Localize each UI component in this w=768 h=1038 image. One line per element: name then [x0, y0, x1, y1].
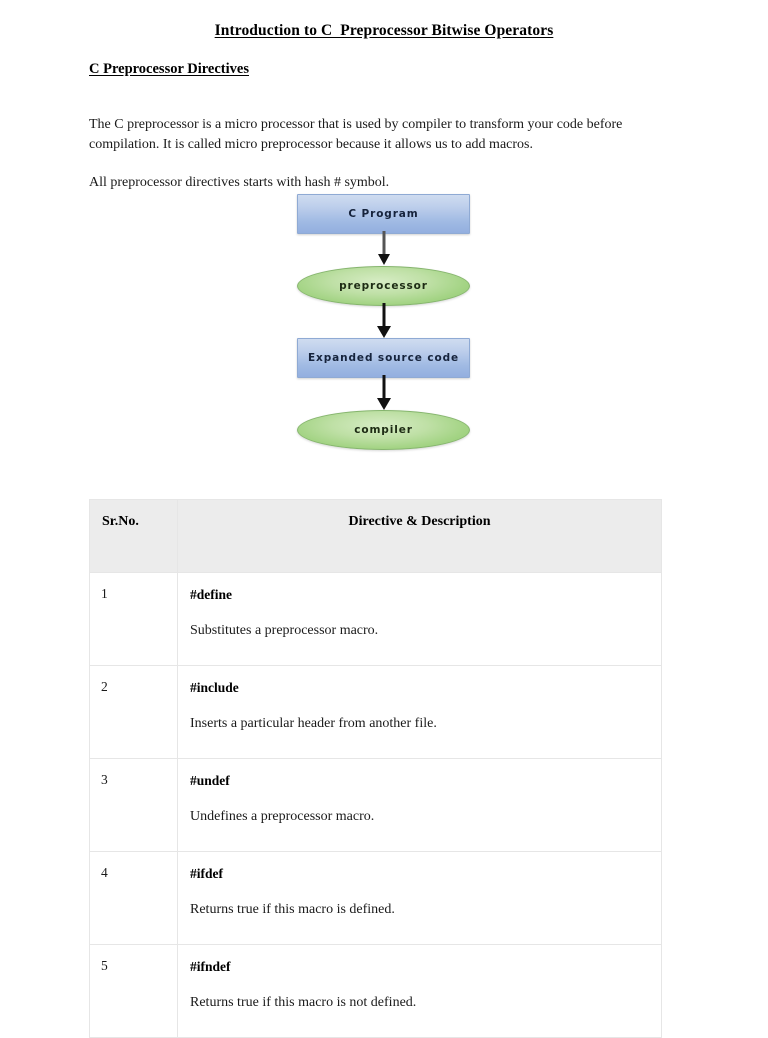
flowchart-node-label: Expanded source code [307, 352, 460, 364]
directive-description: Substitutes a preprocessor macro. [190, 623, 379, 638]
directive-name: #undef [190, 773, 230, 788]
directive-description-table: Sr.No. Directive & Description 1 #define… [89, 499, 662, 1038]
flowchart-arrow-3-icon [377, 375, 391, 410]
cell-sr-no: 4 [89, 851, 178, 945]
table-body: 1 #define Substitutes a preprocessor mac… [89, 572, 662, 1038]
flowchart-node-preprocessor: preprocessor [297, 266, 470, 306]
flowchart-arrow-1-icon [378, 231, 390, 265]
table-head: Sr.No. Directive & Description [89, 499, 662, 573]
flowchart-node-expanded-source-code: Expanded source code [297, 338, 470, 378]
paragraph-hash-symbol: All preprocessor directives starts with … [89, 175, 390, 190]
flowchart-node-c-program: C Program [297, 194, 470, 234]
directive-description: Returns true if this macro is not define… [190, 995, 417, 1010]
page-title-text: Introduction to C Preprocessor Bitwise O… [214, 22, 554, 39]
table-row: 3 #undef Undefines a preprocessor macro. [89, 758, 662, 852]
flowchart-node-compiler: compiler [297, 410, 470, 450]
table-header-row: Sr.No. Directive & Description [89, 499, 662, 573]
flowchart-node-label: compiler [354, 424, 413, 436]
directive-name: #ifndef [190, 959, 231, 974]
directive-name: #include [190, 680, 239, 695]
cell-sr-no: 1 [89, 572, 178, 666]
table-row: 1 #define Substitutes a preprocessor mac… [89, 572, 662, 666]
section-heading-text: C Preprocessor Directives [89, 61, 249, 77]
section-heading: C Preprocessor Directives [89, 61, 249, 78]
flowchart-node-label: preprocessor [339, 280, 428, 292]
cell-directive-description: #ifdef Returns true if this macro is def… [177, 851, 662, 945]
column-header-directive-description: Directive & Description [177, 499, 662, 573]
table-row: 2 #include Inserts a particular header f… [89, 665, 662, 759]
column-header-sr-no: Sr.No. [89, 499, 178, 573]
cell-sr-no: 3 [89, 758, 178, 852]
directive-name: #ifdef [190, 866, 223, 881]
directive-description: Undefines a preprocessor macro. [190, 809, 375, 824]
directive-description: Inserts a particular header from another… [190, 716, 437, 731]
directive-name: #define [190, 587, 232, 602]
cell-directive-description: #define Substitutes a preprocessor macro… [177, 572, 662, 666]
directive-description: Returns true if this macro is defined. [190, 902, 395, 917]
paragraph-intro: The C preprocessor is a micro processor … [89, 117, 623, 152]
page-title: Introduction to C Preprocessor Bitwise O… [0, 22, 768, 40]
flowchart-arrow-2-icon [377, 303, 391, 338]
table-row: 4 #ifdef Returns true if this macro is d… [89, 851, 662, 945]
flowchart-node-label: C Program [348, 208, 419, 220]
cell-sr-no: 2 [89, 665, 178, 759]
preprocessor-flowchart: C Program preprocessor Expanded source c… [286, 190, 482, 452]
cell-directive-description: #include Inserts a particular header fro… [177, 665, 662, 759]
cell-directive-description: #undef Undefines a preprocessor macro. [177, 758, 662, 852]
